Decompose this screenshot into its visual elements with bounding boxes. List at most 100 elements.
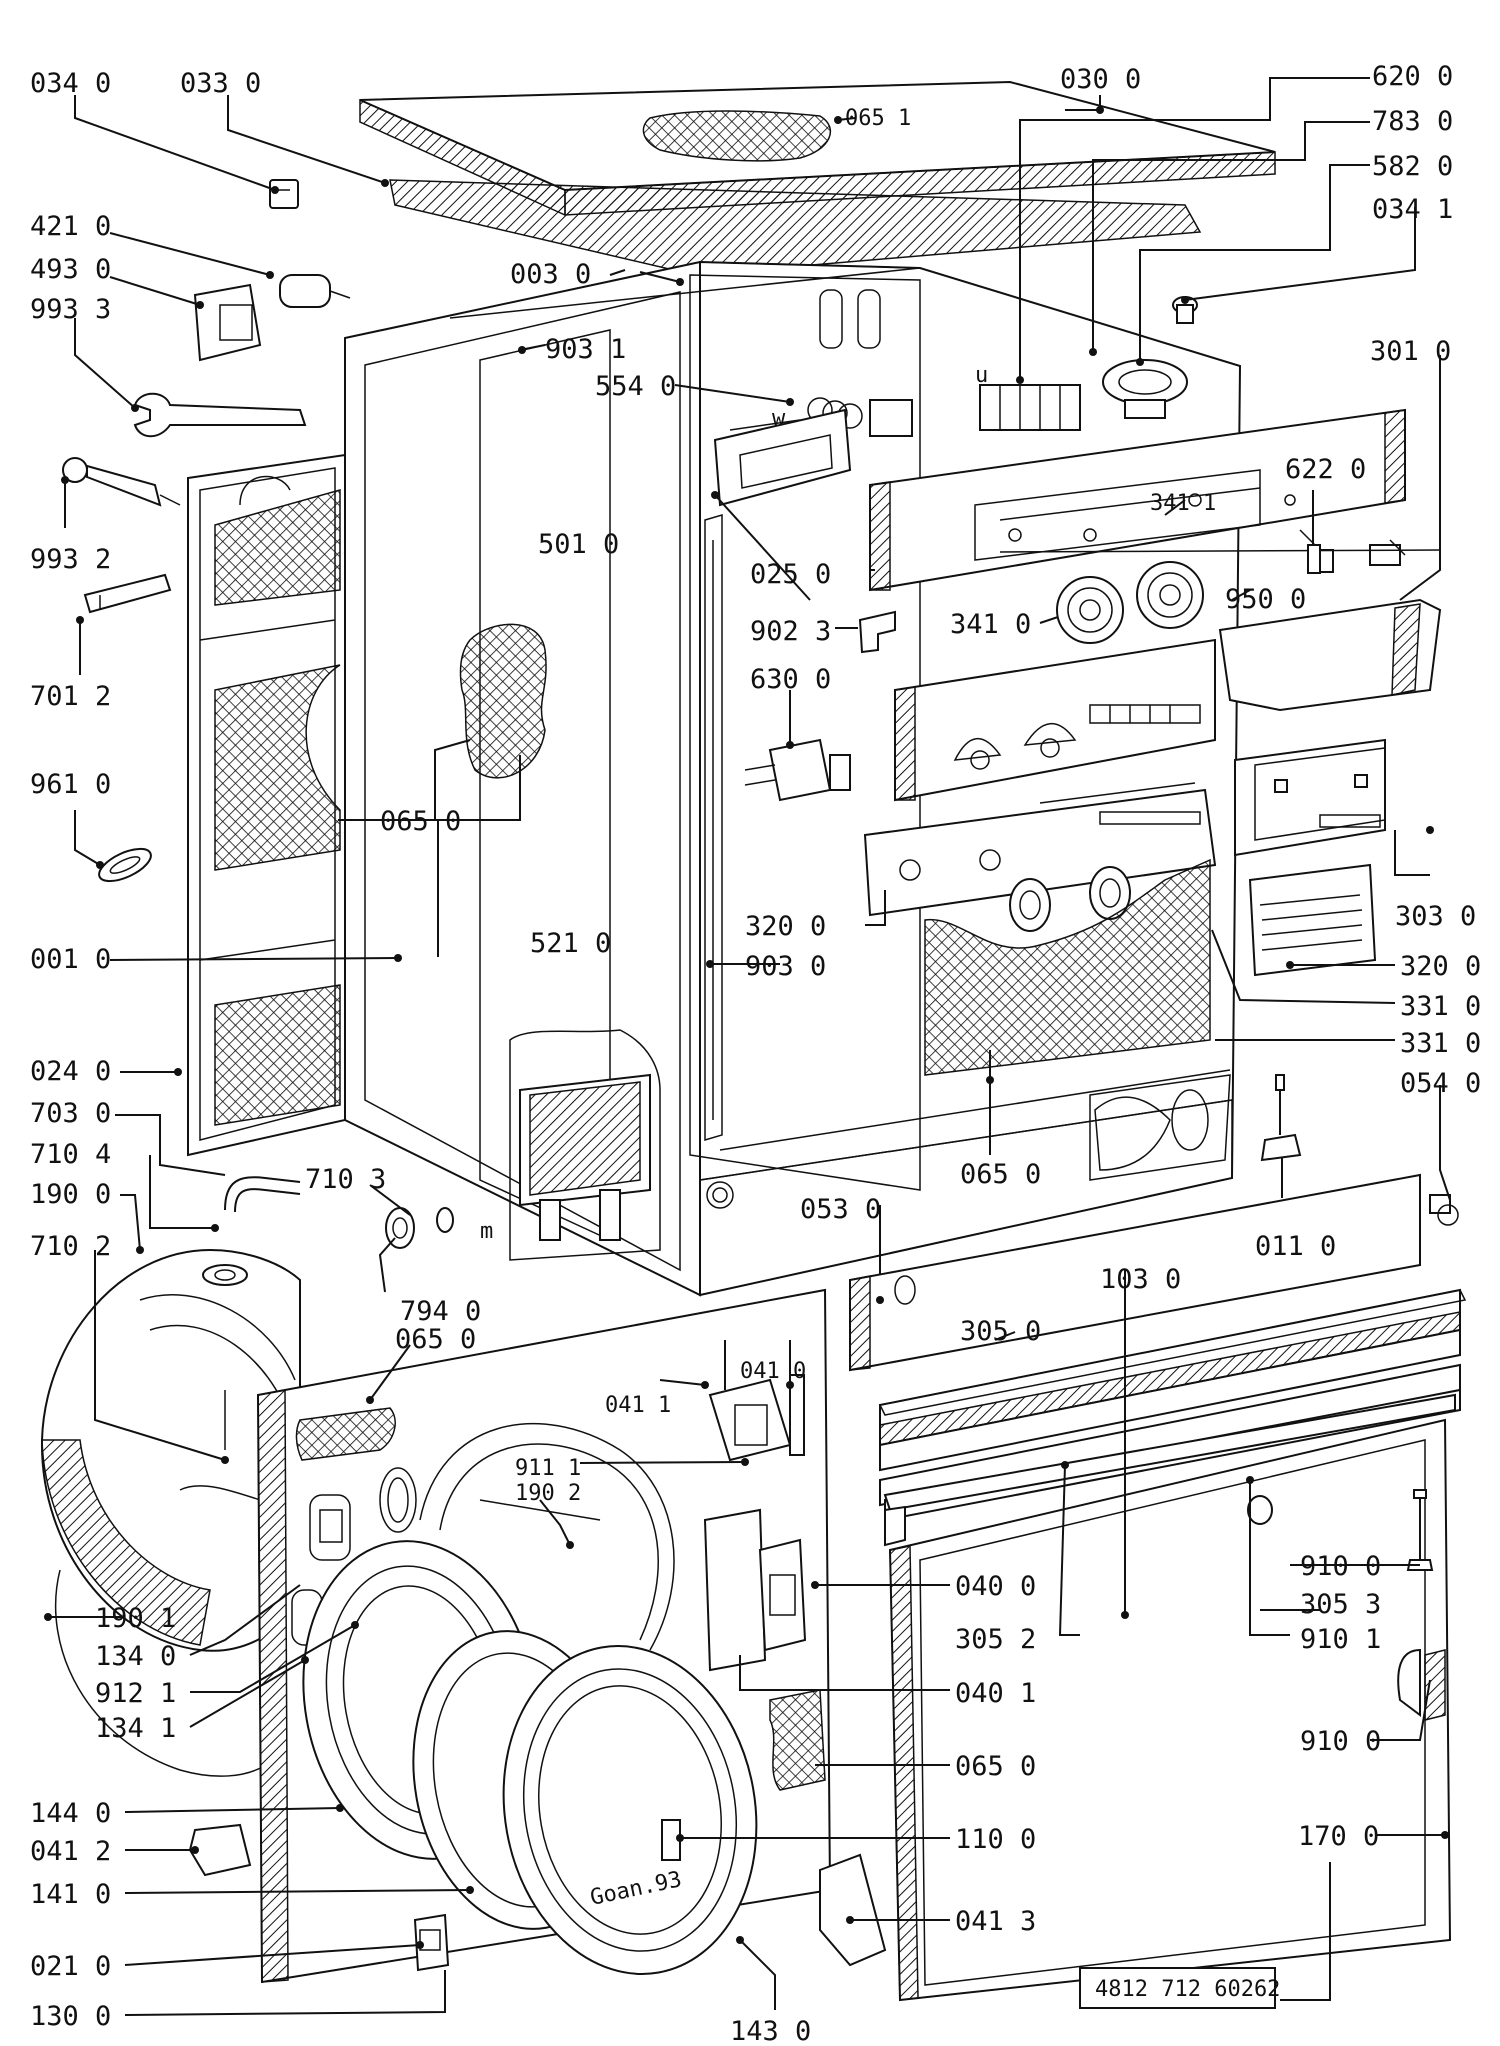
label-041-2: 041 2 [30,1836,111,1867]
label-910-0-b: 910 0 [1300,1726,1381,1757]
label-134-0: 134 0 [95,1641,176,1672]
label-710-4: 710 4 [30,1139,111,1170]
label-501-0: 501 0 [538,529,619,560]
porthole-ring [419,1422,675,1651]
support-bracket [858,610,896,654]
label-041-0: 041 0 [740,1359,806,1384]
label-065-1: 065 1 [845,106,911,131]
label-305-2: 305 2 [955,1624,1036,1655]
label-021-0: 021 0 [30,1951,111,1982]
label-305-0: 305 0 [960,1316,1041,1347]
label-902-3: 902 3 [750,616,831,647]
label-144-0: 144 0 [30,1798,111,1829]
switch-small [269,179,299,209]
label-170-0: 170 0 [1298,1821,1379,1852]
capacitor [279,274,351,308]
mark-m: m [480,1219,493,1244]
label-134-1: 134 1 [95,1713,176,1744]
label-911-1: 911 1 [515,1456,581,1481]
label-783-0: 783 0 [1372,106,1453,137]
label-065-0-d: 065 0 [955,1751,1036,1782]
label-040-1: 040 1 [955,1678,1036,1709]
label-190-1: 190 1 [95,1603,176,1634]
lid-seal-strip [389,179,1202,276]
label-110-0: 110 0 [955,1824,1036,1855]
door-hinge [703,1508,807,1672]
part-labels: 034 0 033 0 030 0 065 1 620 0 783 0 582 … [30,61,1481,2046]
mark-w: w [772,406,786,431]
plate-041-3 [819,1853,887,1967]
label-910-1: 910 1 [1300,1624,1381,1655]
hinge-part-130 [413,1913,450,1972]
label-620-0: 620 0 [1372,61,1453,92]
front-display-panel [894,638,1216,802]
motor-block [509,1029,661,1261]
heater-element [713,408,852,507]
console-knobs [1009,866,1131,932]
timer-module [193,283,262,362]
label-143-0: 143 0 [730,2016,811,2046]
label-341-0: 341 0 [950,609,1031,640]
label-034-1: 034 1 [1372,194,1453,225]
mains-filter [979,384,1081,431]
clip-ring [98,847,152,883]
label-320-0-b: 320 0 [1400,951,1481,982]
inlet-valve [744,738,851,802]
label-703-0: 703 0 [30,1098,111,1129]
label-912-1: 912 1 [95,1678,176,1709]
document-number-box: 4812 712 60262 [1079,1967,1280,2009]
label-054-0: 054 0 [1400,1068,1481,1099]
label-910-0-a: 910 0 [1300,1551,1381,1582]
label-554-0: 554 0 [595,371,676,402]
temperature-knob [1136,561,1204,629]
program-knob [1056,576,1124,644]
label-331-0-a: 331 0 [1400,991,1481,1022]
label-030-0: 030 0 [1060,64,1141,95]
drain-hose [224,1176,301,1213]
label-065-0-c: 065 0 [395,1324,476,1355]
label-190-0: 190 0 [30,1179,111,1210]
label-011-0: 011 0 [1255,1231,1336,1262]
label-993-3: 993 3 [30,294,111,325]
label-130-0: 130 0 [30,2001,111,2032]
label-701-2: 701 2 [30,681,111,712]
door-lock [708,1374,805,1462]
hose-clamp-bracket [83,573,172,614]
spanner-tool [133,392,307,438]
door-outer-ring: Goan.93 [502,1645,758,1975]
label-303-0: 303 0 [1395,901,1476,932]
control-panel [869,408,1441,592]
document-number: 4812 712 60262 [1095,1977,1280,2002]
label-041-3: 041 3 [955,1906,1036,1937]
pressure-switch [1102,359,1188,419]
label-961-0: 961 0 [30,769,111,800]
label-582-0: 582 0 [1372,151,1453,182]
label-053-0: 053 0 [800,1194,881,1225]
label-630-0: 630 0 [750,664,831,695]
label-024-0: 024 0 [30,1056,111,1087]
outer-tub [40,1248,301,1652]
label-003-0: 003 0 [510,259,591,290]
label-301-0: 301 0 [1370,336,1451,367]
label-710-3: 710 3 [305,1164,386,1195]
label-993-2: 993 2 [30,544,111,575]
label-034-0: 034 0 [30,68,111,99]
transport-bolt [62,457,181,507]
adjustable-foot [1260,1074,1302,1162]
panel-handle [1397,1648,1446,1721]
label-040-0: 040 0 [955,1571,1036,1602]
label-710-2: 710 2 [30,1231,111,1262]
label-305-3: 305 3 [1300,1589,1381,1620]
panel-frame [1218,598,1442,712]
label-794-0: 794 0 [400,1296,481,1327]
label-622-0: 622 0 [1285,454,1366,485]
label-320-0-a: 320 0 [745,911,826,942]
label-903-0: 903 0 [745,951,826,982]
label-493-0: 493 0 [30,254,111,285]
label-065-0-b: 065 0 [960,1159,1041,1190]
label-103-0: 103 0 [1100,1264,1181,1295]
label-341-1: 341 1 [1150,491,1216,516]
label-041-1: 041 1 [605,1393,671,1418]
cover-plate-041-2 [188,1823,252,1877]
